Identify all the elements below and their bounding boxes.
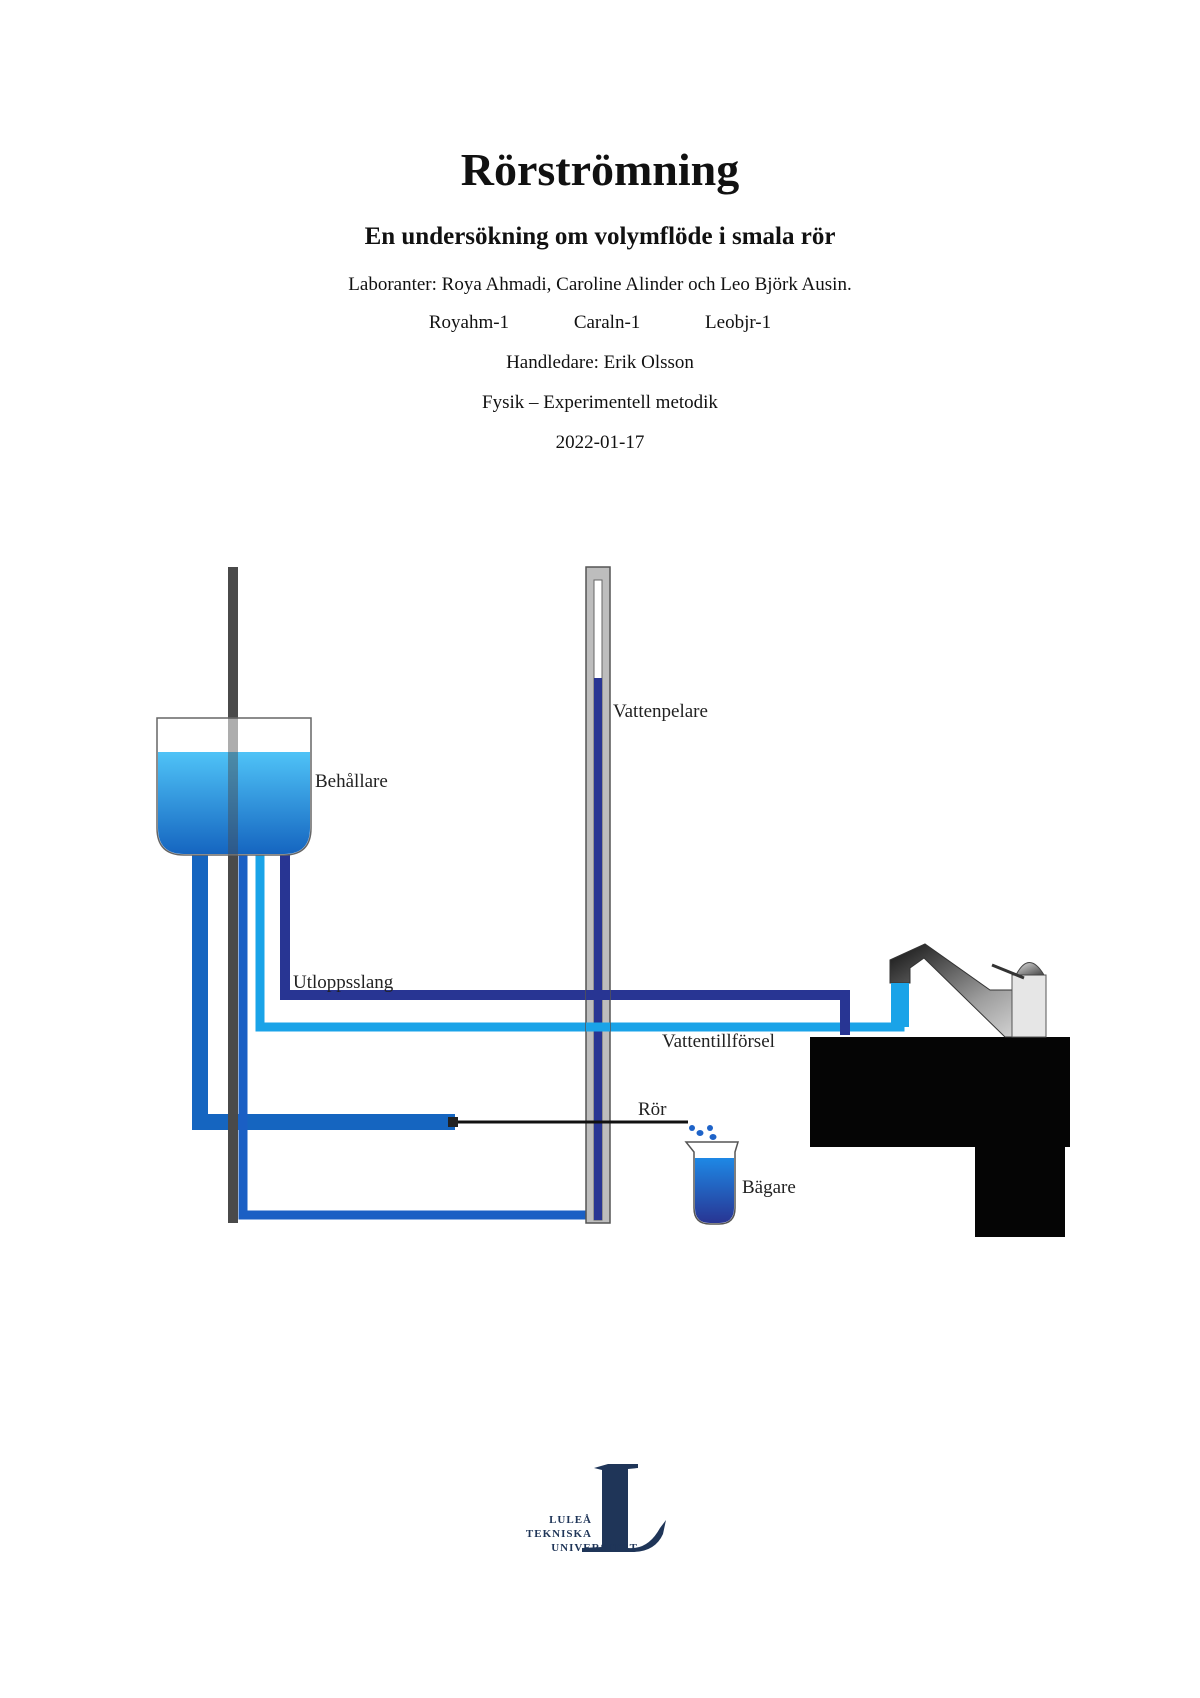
label-pipe: Rör — [638, 1099, 667, 1120]
pipe-feed-hose — [192, 852, 455, 1130]
user-id-leo: Leobjr-1 — [705, 312, 772, 333]
report-date: 2022-01-17 — [555, 432, 645, 453]
water-column-level — [594, 678, 602, 1220]
beaker-water — [695, 1158, 734, 1223]
droplet — [696, 1130, 704, 1136]
label-container: Behållare — [315, 771, 388, 792]
page-subtitle: En undersökning om volymflöde i smala rö… — [364, 223, 836, 250]
tap-knob — [1015, 962, 1045, 976]
stand-pole-through-container — [228, 718, 238, 855]
sink-cabinet — [975, 1147, 1065, 1237]
water-supply-hose — [255, 852, 905, 1032]
logo-line-1: LULEÅ — [549, 1514, 592, 1526]
tap-body — [1011, 974, 1047, 1038]
tap-outlet-water — [891, 983, 909, 1027]
label-water-supply: Vattentillförsel — [662, 1031, 775, 1052]
outlet-hose — [280, 852, 850, 1035]
label-beaker: Bägare — [742, 1177, 796, 1198]
container-water — [158, 752, 310, 854]
tap-lever — [991, 963, 1025, 980]
stand-pole — [228, 567, 238, 1223]
user-ids: Royahm-1 Caraln-1 Leobjr-1 — [0, 310, 1200, 336]
droplet — [709, 1134, 717, 1140]
droplet — [689, 1125, 695, 1131]
droplet — [707, 1125, 713, 1131]
lab-members: Laboranter: Roya Ahmadi, Caroline Alinde… — [348, 274, 852, 295]
logo-line-2: TEKNISKA — [526, 1528, 592, 1540]
logo-line-3: UNIVERSITET — [551, 1542, 638, 1554]
user-id-caroline: Caraln-1 — [573, 312, 641, 333]
university-logo: LULEÅ TEKNISKA UNIVERSITET — [526, 1464, 666, 1554]
page-title: Rörströmning — [460, 144, 740, 195]
label-outlet-hose: Utloppsslang — [293, 972, 394, 993]
sink-bench — [810, 1037, 1070, 1147]
course-name: Fysik – Experimentell metodik — [482, 392, 718, 413]
label-water-column: Vattenpelare — [613, 701, 708, 722]
supervisor: Handledare: Erik Olsson — [506, 352, 694, 373]
logo-letter-l — [582, 1464, 666, 1552]
pipe-connector — [448, 1117, 458, 1127]
user-id-roya: Royahm-1 — [428, 312, 510, 333]
